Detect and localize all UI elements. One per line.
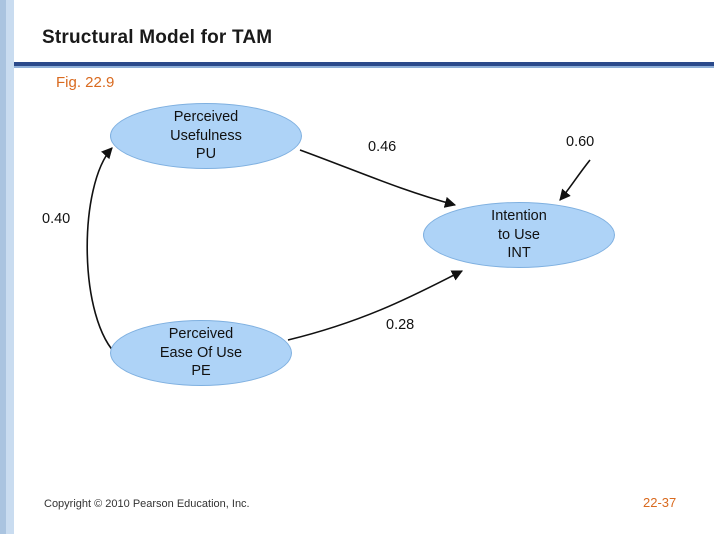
node-int-line2: to Use <box>498 226 540 243</box>
path-coefficient-pu-int: 0.46 <box>368 139 397 155</box>
node-pe-line3: PE <box>191 363 211 380</box>
node-perceived-ease-of-use: Perceived Ease Of Use PE <box>110 320 292 386</box>
page-title: Structural Model for TAM <box>42 27 273 48</box>
node-pe-line2: Ease Of Use <box>159 344 243 361</box>
path-coefficient-pe-pu: 0.40 <box>42 211 71 227</box>
node-int-line3: INT <box>507 245 531 262</box>
node-pe-line1: Perceived <box>168 326 234 343</box>
node-intention-to-use: Intention to Use INT <box>423 202 615 268</box>
footer-copyright: Copyright © 2010 Pearson Education, Inc. <box>44 498 250 510</box>
path-coefficient-pe-int: 0.28 <box>386 317 415 333</box>
figure-label: Fig. 22.9 <box>56 74 115 91</box>
node-pu-line3: PU <box>195 146 217 163</box>
node-pu-line1: Perceived <box>173 109 239 126</box>
title-divider-light <box>14 66 714 68</box>
node-pu-line2: Usefulness <box>170 127 242 144</box>
node-int-line1: Intention <box>491 208 547 225</box>
footer-page-number: 22-37 <box>643 495 677 510</box>
path-coefficient-060: 0.60 <box>566 134 595 150</box>
title-divider <box>14 62 714 66</box>
left-accent-bar-inner <box>6 0 14 540</box>
slide-bottom-spacer <box>0 534 720 540</box>
node-perceived-usefulness: Perceived Usefulness PU <box>110 103 302 169</box>
